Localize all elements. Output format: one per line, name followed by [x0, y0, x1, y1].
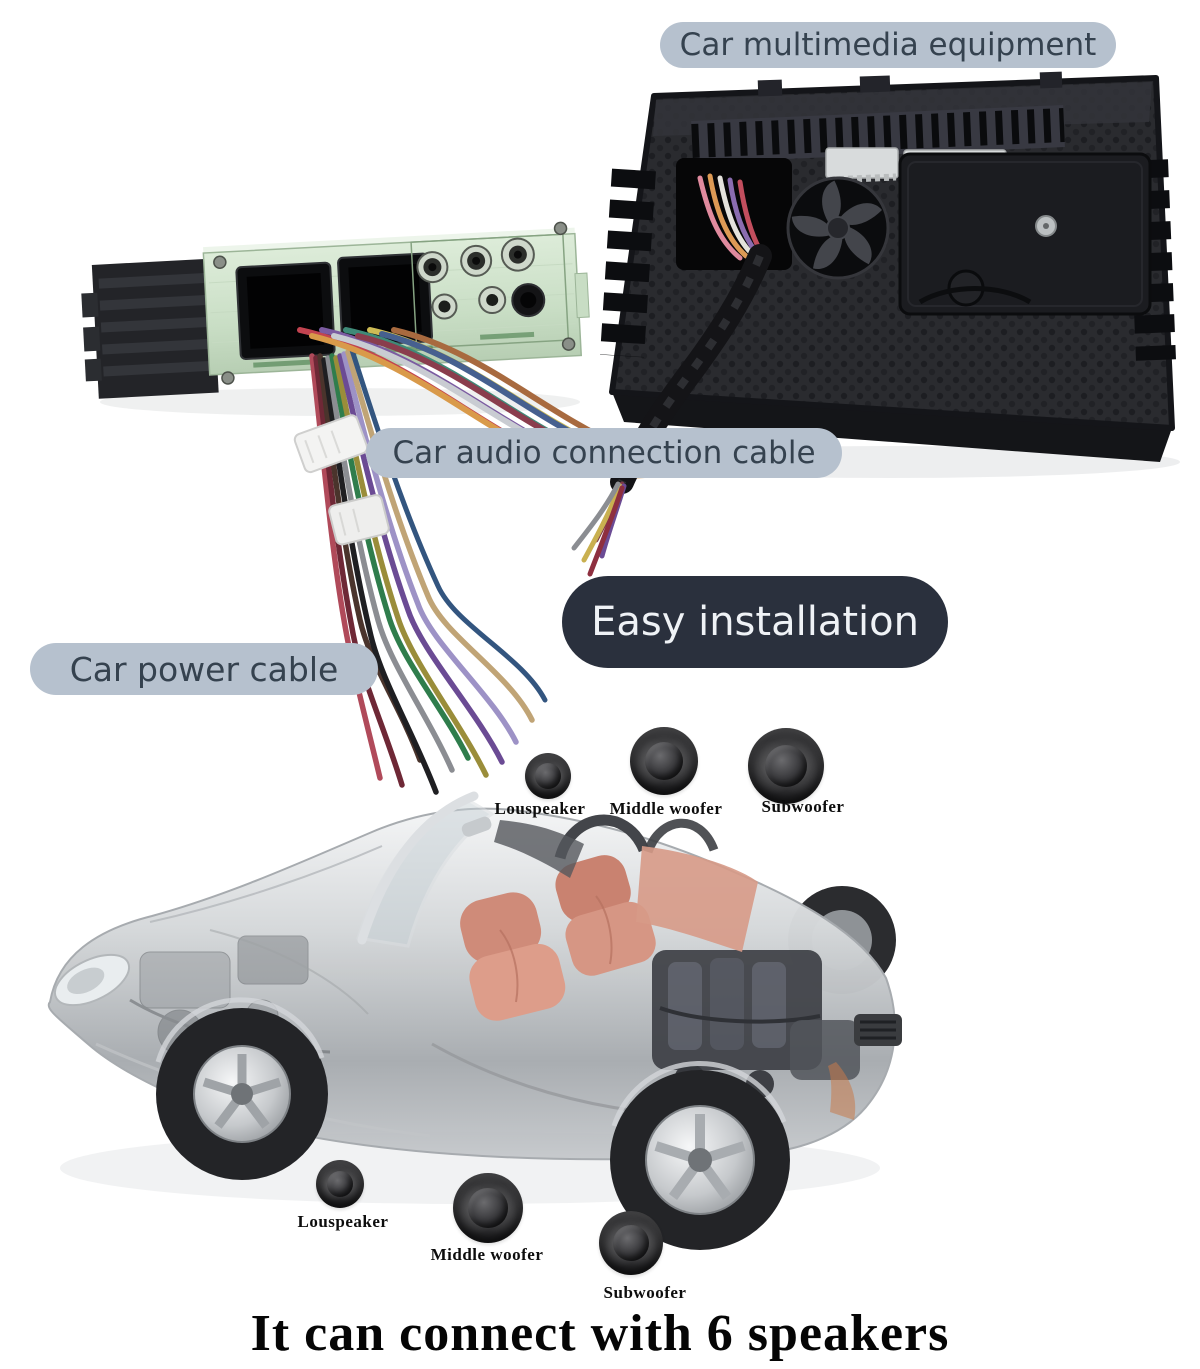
seats — [460, 855, 656, 1021]
sheath-exit-wires — [571, 481, 627, 577]
headlight — [53, 953, 131, 1007]
rear-engine-detail — [652, 950, 860, 1098]
chassis-screws — [213, 221, 576, 385]
loudspeaker-top-label: Louspeaker — [494, 799, 586, 818]
car-stereo-chassis — [81, 221, 590, 399]
loudspeaker-bottom-label: Louspeaker — [297, 1212, 389, 1231]
cooling-fan-icon — [786, 176, 890, 280]
speaker-cone — [764, 744, 808, 788]
loudspeaker-top-image — [525, 753, 571, 799]
mirror — [461, 816, 492, 837]
entry-wires — [697, 173, 763, 261]
callout-easy-installation: Easy installation — [562, 576, 948, 668]
subwoofer-top-label: Subwoofer — [761, 797, 845, 816]
cutaway-car-illustration — [47, 791, 902, 1250]
door-panel — [636, 846, 758, 952]
headline-text: It can connect with 6 speakers — [250, 1305, 950, 1362]
power-cable-connector — [293, 414, 390, 546]
front-wheel — [155, 997, 328, 1180]
rca-jacks — [410, 233, 570, 349]
middle-woofer-bottom-image — [453, 1173, 523, 1243]
side-vent — [854, 1014, 902, 1046]
vent-slats — [691, 108, 1065, 158]
vent-frame — [691, 105, 1065, 163]
speaker-cone — [326, 1170, 354, 1198]
speaker-cone — [468, 1188, 508, 1228]
wire-opening — [676, 158, 792, 270]
mounting-tabs — [757, 71, 1063, 97]
callout-car-multimedia-equipment: Car multimedia equipment — [660, 22, 1116, 68]
speaker-cone — [613, 1225, 649, 1261]
subwoofer-bottom-label: Subwoofer — [603, 1283, 687, 1302]
loudspeaker-bottom-image — [316, 1160, 364, 1208]
rear-wheel — [610, 1061, 790, 1250]
speaker-cone — [644, 741, 684, 781]
callout-car-audio-connection-cable: Car audio connection cable — [366, 428, 842, 478]
multimedia-head-unit — [571, 71, 1176, 577]
recessed-panel — [898, 152, 1152, 316]
speaker-cone — [535, 763, 561, 789]
middle-woofer-top-image — [630, 727, 698, 795]
subwoofer-top-image — [748, 728, 824, 804]
middle-woofer-bottom-label: Middle woofer — [430, 1245, 544, 1264]
callout-car-power-cable: Car power cable — [30, 643, 378, 695]
middle-woofer-top-label: Middle woofer — [609, 799, 723, 818]
subwoofer-bottom-image — [599, 1211, 663, 1275]
left-heatsink-fins — [600, 168, 656, 358]
